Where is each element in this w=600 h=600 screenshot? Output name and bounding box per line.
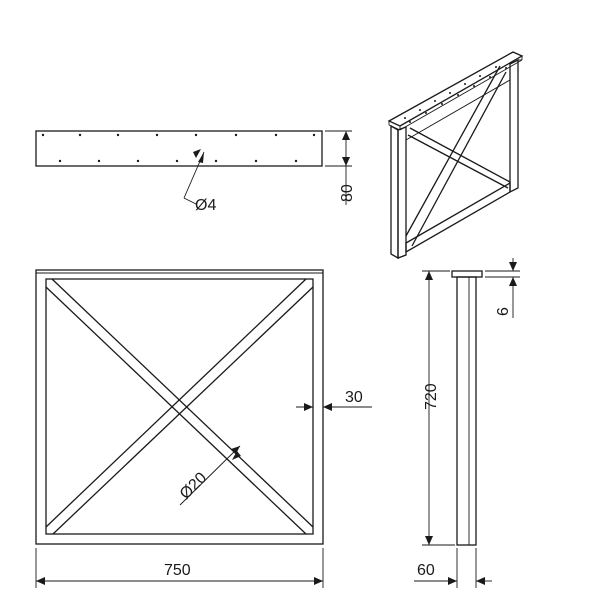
- hole-diameter-leader: [183, 149, 205, 205]
- depth-label: 60: [417, 562, 435, 579]
- cross-bar-diameter-label: Ø20: [177, 469, 210, 502]
- height-label: 720: [423, 383, 440, 410]
- top-plate-holes: [41, 133, 316, 163]
- cross-bar-diameter-dimension: [179, 445, 241, 506]
- plate-thickness-dimension: [485, 258, 520, 318]
- side-view: 6 720 60: [414, 258, 520, 588]
- front-view: 30 Ø20 750: [35, 269, 372, 588]
- iso-left-leg-side: [390, 124, 399, 260]
- iso-right-leg: [509, 58, 519, 194]
- side-leg: [456, 276, 477, 546]
- plate-thickness-label: 6: [495, 307, 512, 316]
- plate-height-label: 80: [339, 184, 356, 202]
- tube-size-label: 30: [345, 389, 363, 406]
- depth-dimension: [414, 548, 492, 588]
- hole-diameter-label: Ø4: [195, 197, 216, 214]
- iso-bottom-rail: [405, 181, 511, 254]
- iso-left-leg-front: [397, 126, 407, 259]
- front-frame-outer: [35, 269, 324, 545]
- iso-plate-holes: [404, 66, 507, 123]
- width-dimension: [35, 548, 324, 588]
- top-plate-outline: [35, 130, 323, 167]
- front-frame-inner: [45, 278, 314, 535]
- tube-size-dimension: [296, 403, 372, 411]
- top-view-plate: Ø4 80: [35, 130, 356, 214]
- width-label: 750: [164, 562, 191, 579]
- side-top-plate: [451, 270, 483, 278]
- iso-top-plate: [387, 51, 524, 127]
- height-dimension: [422, 270, 455, 546]
- plate-height-dimension: [325, 130, 352, 205]
- isometric-view: [387, 51, 524, 260]
